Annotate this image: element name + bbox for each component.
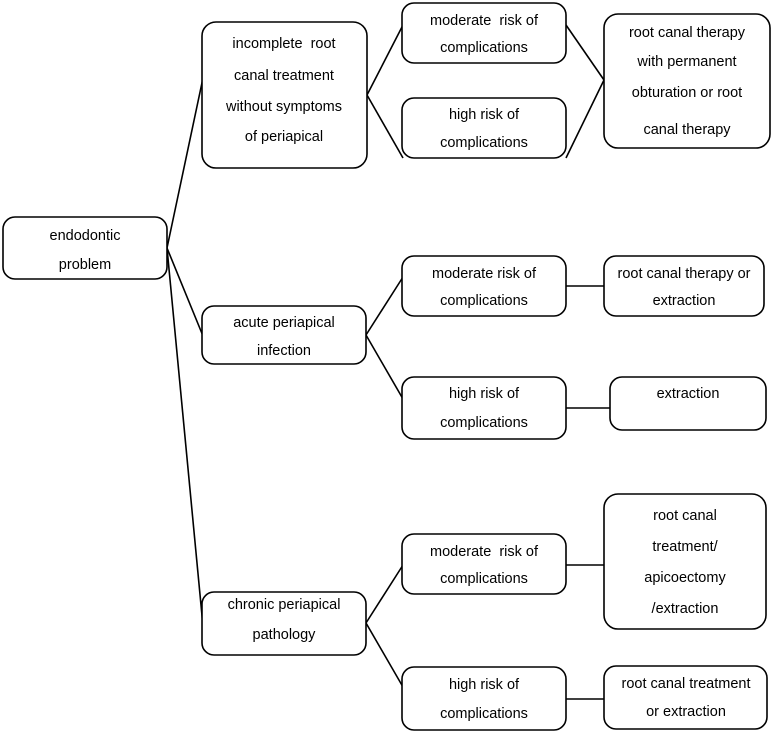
node-high-risk-2-line2: complications [440,415,528,431]
node-high-risk-2-box[interactable] [401,376,567,440]
node-outcome-1-box[interactable] [603,13,771,149]
node-root-canal-treatment-apicoectomy-extraction[interactable]: root canal treatment/ apicoectomy /extra… [603,493,767,630]
node-root-canal-therapy-or-extraction[interactable]: root canal therapy or extraction [603,255,765,317]
node-root-canal-treatment-or-extraction[interactable]: root canal treatment or extraction [603,665,768,730]
edge-root-to-incomplete [166,77,204,249]
node-endodontic-problem-box[interactable] [2,216,168,280]
node-endodontic-problem-line2: problem [59,257,111,273]
node-chronic-line1: chronic periapical [228,597,341,613]
node-acute-line1: acute periapical [233,315,335,331]
node-root-canal-therapy-permanent-obturation[interactable]: root canal therapy with permanent obtura… [603,13,771,149]
node-outcome-3b-box[interactable] [603,665,768,730]
node-moderate-risk-1-line1: moderate risk of [430,13,539,29]
node-acute-periapical-infection-box[interactable] [201,305,367,365]
node-incomplete-line3: without symptoms [225,99,342,115]
edge-high1-to-outcome1 [565,79,605,159]
node-outcome-3b-line1: root canal treatment [622,676,751,692]
node-high-risk-of-complications-1[interactable]: high risk of complications [401,97,567,159]
edge-moderate1-to-outcome1 [565,24,605,81]
node-moderate-risk-3-line2: complications [440,571,528,587]
node-outcome-2a-box[interactable] [603,255,765,317]
connector-layer [166,24,610,700]
node-chronic-periapical-pathology[interactable]: chronic periapical pathology [201,591,367,656]
node-acute-periapical-infection[interactable]: acute periapical infection [201,305,367,365]
node-moderate-risk-3-line1: moderate risk of [430,544,539,560]
node-high-risk-3-line1: high risk of [449,677,520,693]
node-high-risk-2-line1: high risk of [449,386,520,402]
node-outcome-3a-box[interactable] [603,493,767,630]
node-incomplete-line4: of periapical [245,129,323,145]
edge-chronic-to-high3 [365,622,404,688]
edge-incomplete-to-moderate1 [366,24,404,96]
node-outcome-2a-line1: root canal therapy or [618,266,751,282]
edge-incomplete-to-high1 [366,94,404,159]
node-outcome-2a-line2: extraction [653,293,716,309]
node-endodontic-problem[interactable]: endodontic problem [2,216,168,280]
node-moderate-risk-3-box[interactable] [401,533,567,595]
node-chronic-periapical-pathology-box[interactable] [201,591,367,656]
node-high-risk-3-box[interactable] [401,666,567,731]
node-outcome-3a-line2: treatment/ [652,539,718,555]
node-incomplete-line2: canal treatment [234,68,334,84]
node-outcome-1-line4: canal therapy [643,122,731,138]
node-outcome-3a-line1: root canal [653,508,717,524]
node-high-risk-3-line2: complications [440,706,528,722]
node-high-risk-of-complications-2[interactable]: high risk of complications [401,376,567,440]
node-moderate-risk-2-line2: complications [440,293,528,309]
node-extraction[interactable]: extraction [609,376,767,431]
edge-root-to-chronic [166,247,204,627]
node-incomplete-root-canal-treatment[interactable]: incomplete root canal treatment without … [201,21,368,169]
node-endodontic-problem-line1: endodontic [50,228,121,244]
node-incomplete-root-canal-treatment-box[interactable] [201,21,368,169]
node-outcome-1-line2: with permanent [636,54,736,70]
node-high-risk-1-box[interactable] [401,97,567,159]
node-high-risk-1-line1: high risk of [449,107,520,123]
node-moderate-risk-of-complications-1[interactable]: moderate risk of complications [401,2,567,64]
node-moderate-risk-of-complications-2[interactable]: moderate risk of complications [401,255,567,317]
node-outcome-2b-line1: extraction [657,386,720,402]
node-high-risk-of-complications-3[interactable]: high risk of complications [401,666,567,731]
node-chronic-line2: pathology [253,627,317,643]
edge-acute-to-moderate2 [365,276,404,336]
node-moderate-risk-1-box[interactable] [401,2,567,64]
node-moderate-risk-1-line2: complications [440,40,528,56]
edge-root-to-acute [166,247,204,337]
node-outcome-3b-line2: or extraction [646,704,726,720]
node-outcome-3a-line3: apicoectomy [644,570,726,586]
node-outcome-1-line3: obturation or root [632,85,742,101]
node-incomplete-line1: incomplete root [232,36,335,52]
node-outcome-2b-box[interactable] [609,376,767,431]
node-high-risk-1-line2: complications [440,135,528,151]
edge-acute-to-high2 [365,334,404,400]
node-moderate-risk-2-line1: moderate risk of [432,266,537,282]
node-outcome-3a-line4: /extraction [652,601,719,617]
edge-chronic-to-moderate3 [365,564,404,624]
node-moderate-risk-of-complications-3[interactable]: moderate risk of complications [401,533,567,595]
node-moderate-risk-2-box[interactable] [401,255,567,317]
node-outcome-1-line1: root canal therapy [629,25,746,41]
node-acute-line2: infection [257,343,311,359]
